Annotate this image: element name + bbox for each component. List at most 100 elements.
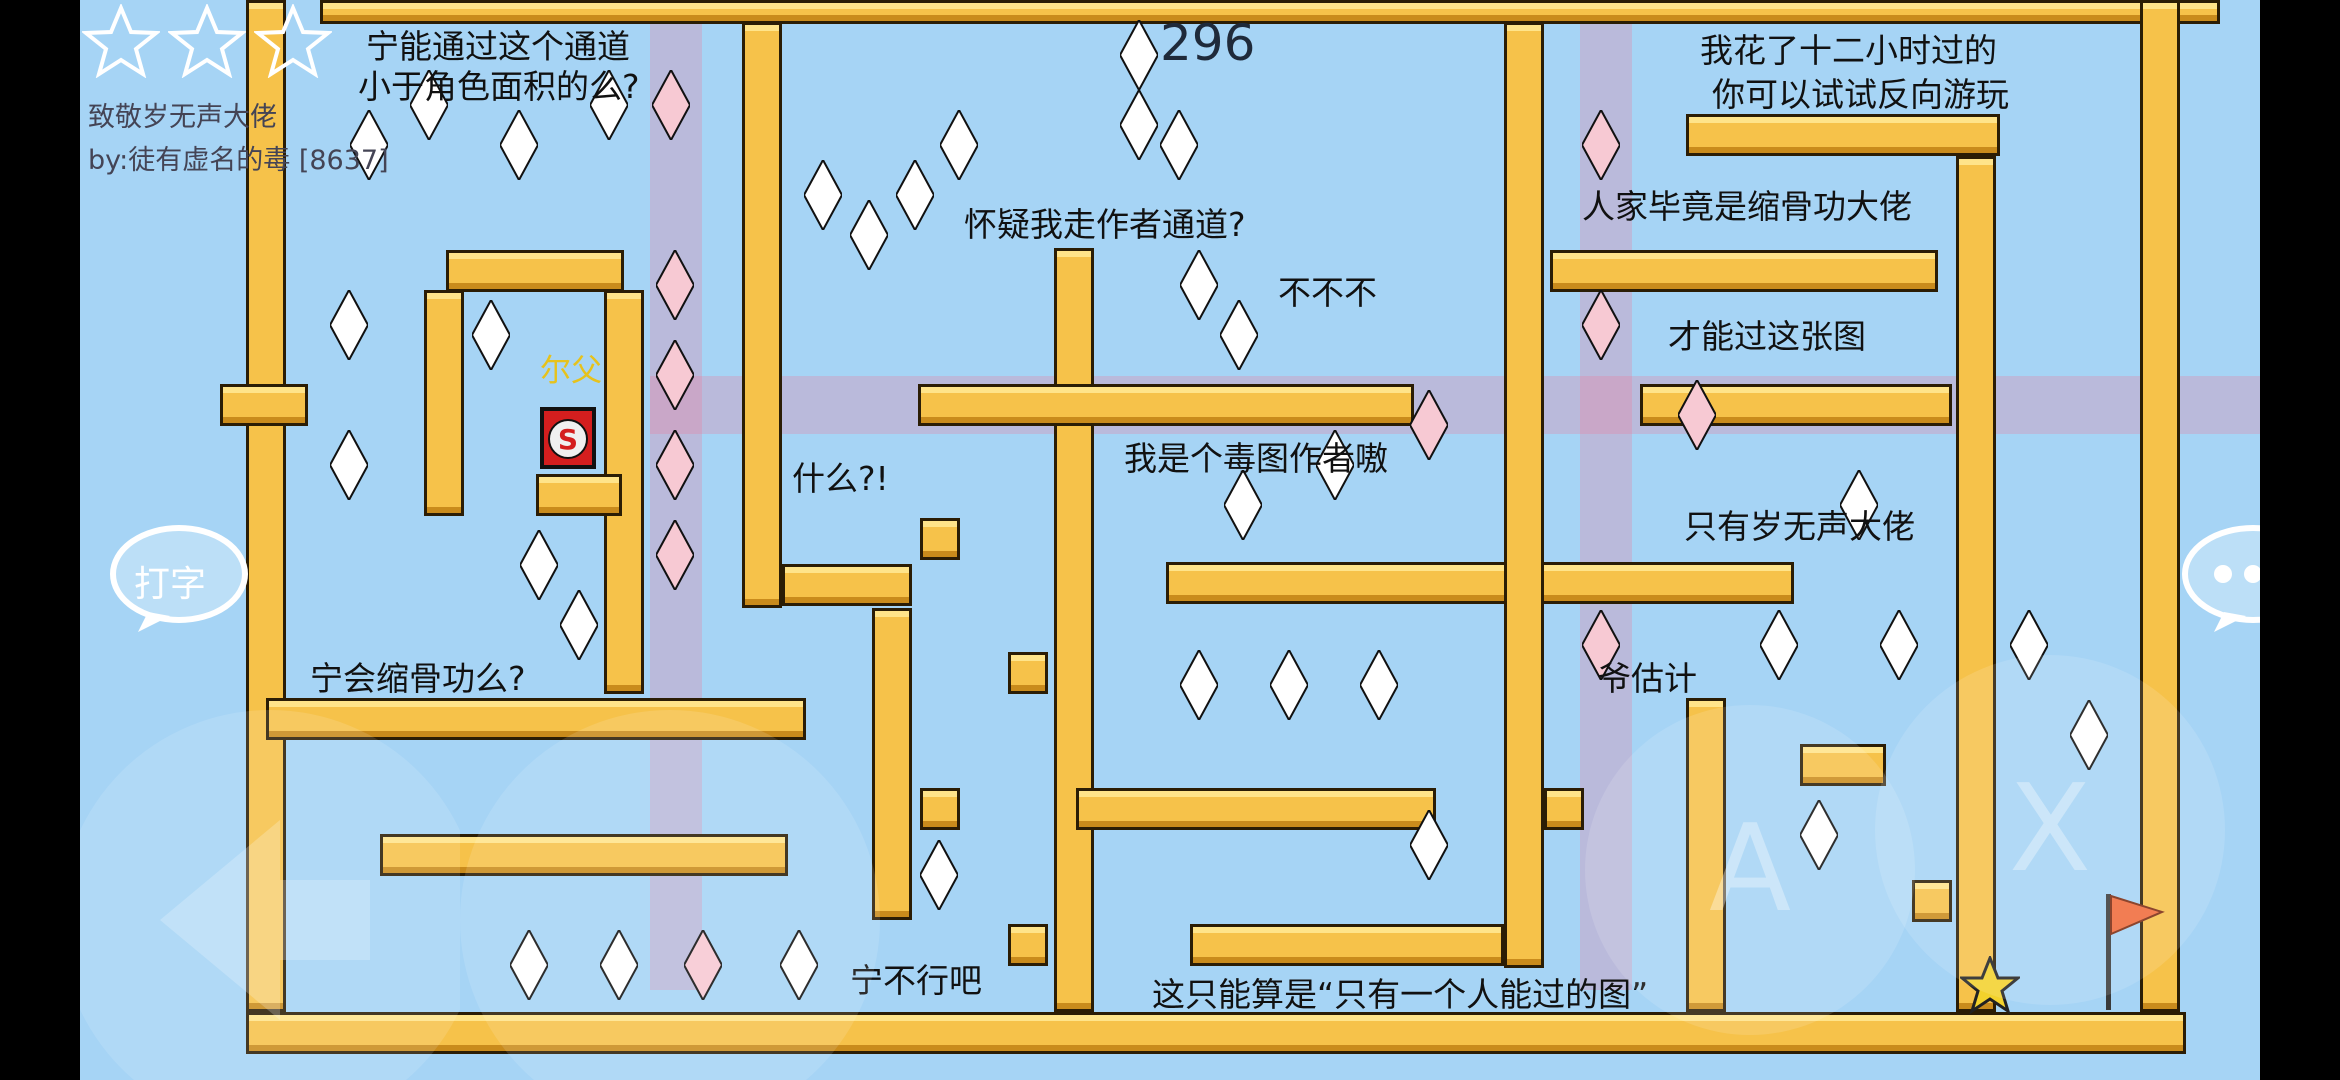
goal-flag-icon	[2100, 890, 2170, 1010]
spike-hazard	[682, 927, 724, 1003]
pillar	[424, 290, 464, 516]
spike-hazard	[654, 427, 696, 503]
chat-message: 宁会缩骨功么?	[310, 659, 526, 698]
chat-message: 这只能算是“只有一个人能过的图”	[1152, 975, 1649, 1014]
spike-hazard	[778, 927, 820, 1003]
spike-hazard	[1268, 647, 1310, 723]
pillar	[1054, 248, 1094, 1012]
spike-hazard	[654, 517, 696, 593]
spike-hazard	[558, 587, 600, 663]
spike-hazard	[2068, 697, 2110, 773]
level-timer: 296	[1160, 14, 1256, 72]
chat-button[interactable]	[108, 522, 250, 634]
spike-hazard	[2008, 607, 2050, 683]
spike-hazard	[1580, 287, 1622, 363]
platform	[1076, 788, 1436, 830]
spike-hazard	[1358, 647, 1400, 723]
goal-star-icon	[1957, 953, 2023, 1015]
move-left-button[interactable]	[80, 690, 480, 1080]
spike-hazard	[508, 927, 550, 1003]
spike-hazard	[1798, 797, 1840, 873]
speech-bubble-icon	[110, 525, 248, 632]
platform	[536, 474, 622, 516]
chat-button-label: 打字	[134, 564, 207, 605]
chat-message: 宁能通过这个通道	[366, 27, 630, 66]
spike-hazard	[1178, 247, 1220, 323]
spike-hazard	[918, 837, 960, 913]
block	[1912, 880, 1952, 922]
move-right-button[interactable]	[460, 690, 880, 1080]
spike-hazard	[1878, 607, 1920, 683]
spike-hazard	[1676, 377, 1718, 453]
more-button[interactable]	[2180, 522, 2260, 634]
spike-hazard	[1314, 427, 1356, 503]
spike-hazard	[1178, 647, 1220, 723]
block	[920, 518, 960, 560]
spike-hazard	[498, 107, 540, 183]
chat-message: 人家毕竟是缩骨功大佬	[1582, 187, 1912, 226]
arrow-left-icon	[80, 710, 480, 1080]
spike-hazard	[598, 927, 640, 1003]
arrow-right-icon	[460, 710, 880, 1080]
spike-hazard	[1218, 297, 1260, 373]
spike-hazard	[1118, 87, 1160, 163]
star-empty-icon	[80, 2, 162, 79]
player-character: S	[538, 403, 598, 471]
chat-message: 宁不行吧	[850, 961, 982, 1000]
chat-message: 小于角色面积的么?	[358, 67, 640, 106]
spike-hazard	[1222, 467, 1264, 543]
spike-hazard	[408, 67, 450, 143]
platform	[380, 834, 788, 876]
spike-hazard	[1580, 607, 1622, 683]
spike-hazard	[1580, 107, 1622, 183]
spike-hazard	[1408, 807, 1450, 883]
laser-ray-horizontal	[650, 376, 2260, 434]
spike-hazard	[1158, 107, 1200, 183]
action-button[interactable]: X	[1870, 650, 2230, 1010]
letterbox-left	[0, 0, 80, 1080]
spike-hazard	[654, 337, 696, 413]
chat-message: 不不不	[1278, 273, 1377, 312]
block	[1544, 788, 1584, 830]
star-empty-icon	[166, 2, 248, 79]
spike-hazard	[328, 427, 370, 503]
wall-top	[320, 0, 2220, 24]
spike-hazard	[328, 287, 370, 363]
pillar	[872, 608, 912, 920]
pillar	[1504, 22, 1544, 968]
spike-hazard	[470, 297, 512, 373]
spike-hazard	[654, 247, 696, 323]
chat-message: 你可以试试反向游玩	[1712, 75, 2009, 114]
spike-hazard	[1408, 387, 1450, 463]
chat-message: 爷估计	[1598, 659, 1697, 698]
block	[1008, 924, 1048, 966]
platform	[446, 250, 624, 292]
spike-hazard	[1758, 607, 1800, 683]
platform	[782, 564, 912, 606]
level-author: by:徒有虚名的毒 [8637]	[88, 145, 389, 176]
spike-hazard	[938, 107, 980, 183]
platform	[918, 384, 1414, 426]
chat-message: 才能过这张图	[1668, 317, 1866, 356]
jump-button[interactable]: A	[1580, 700, 1920, 1040]
player-badge: S	[558, 423, 578, 456]
platform	[1686, 114, 2000, 156]
chat-message: 我花了十二小时过的	[1700, 31, 1997, 70]
spike-hazard	[894, 157, 936, 233]
spike-hazard	[848, 197, 890, 273]
chat-message: 只有岁无声大佬	[1684, 507, 1915, 546]
platform	[266, 698, 806, 740]
chat-message: 怀疑我走作者通道?	[964, 205, 1246, 244]
wall-floor	[246, 1012, 2186, 1054]
chat-message: 我是个毒图作者嗷	[1124, 439, 1388, 478]
pillar	[1956, 156, 1996, 1012]
wall-right	[2140, 0, 2180, 1012]
letterbox-right	[2260, 0, 2340, 1080]
action-button-label: X	[2009, 760, 2091, 899]
platform	[1166, 562, 1794, 604]
spike-hazard	[1838, 467, 1880, 543]
pillar	[742, 22, 782, 608]
block	[920, 788, 960, 830]
ellipsis-icon	[2182, 525, 2260, 632]
spike-hazard	[348, 107, 390, 183]
